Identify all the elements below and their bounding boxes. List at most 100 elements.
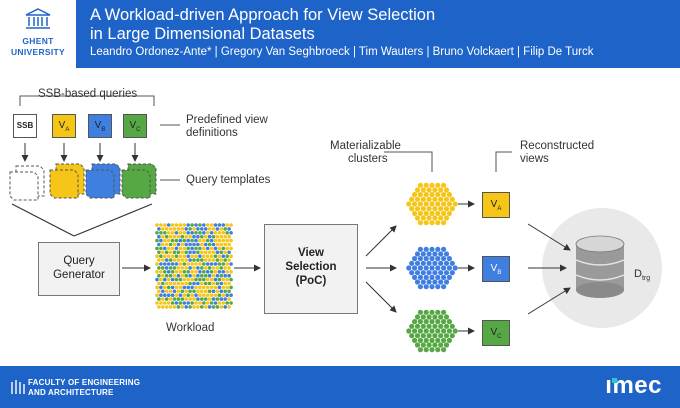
cluster-dot: [420, 206, 426, 212]
workload-dot: [227, 297, 231, 301]
cluster-dot: [443, 215, 450, 221]
cluster-dot: [435, 319, 441, 325]
cluster-dot: [438, 251, 444, 257]
workload-dot: [178, 270, 183, 274]
cluster-green: [406, 309, 458, 353]
workload-dot: [192, 258, 196, 262]
workload-dot: [211, 281, 216, 286]
workload-dot: [203, 297, 208, 301]
workload-dot: [200, 297, 204, 301]
workload-dot: [182, 238, 187, 243]
workload-dot: [182, 301, 187, 305]
workload-dot: [205, 270, 210, 274]
workload-dot: [225, 231, 229, 235]
cluster-dot: [441, 337, 447, 343]
workload-dot: [155, 293, 159, 298]
workload-dot: [176, 273, 181, 278]
workload-dot: [202, 238, 206, 243]
workload-dot: [223, 250, 227, 255]
workload-dot: [207, 242, 212, 247]
view-box-a: VA: [52, 114, 76, 138]
cluster-dot: [429, 337, 435, 343]
workload-dot: [178, 238, 183, 243]
cluster-blue: [406, 246, 458, 290]
workload-dot: [229, 301, 233, 305]
workload-dot: [184, 250, 188, 255]
cluster-dot: [443, 314, 450, 320]
cluster-dot: [435, 347, 441, 353]
workload-dot: [225, 293, 229, 298]
workload-dot: [217, 246, 222, 251]
workload-dot: [182, 285, 187, 290]
workload-dot: [203, 250, 208, 255]
cluster-dot: [441, 210, 447, 216]
cluster-dot: [452, 201, 458, 207]
workload-dot: [168, 242, 173, 247]
workload-dot: [217, 293, 222, 298]
workload-dot: [172, 234, 177, 239]
workload-dot: [159, 301, 163, 305]
workload-dot: [219, 289, 224, 294]
workload-dot: [213, 293, 218, 298]
workload-dot: [155, 277, 159, 282]
cluster-dot: [412, 192, 418, 198]
workload-dot: [161, 289, 165, 294]
workload-dot: [217, 262, 222, 266]
cluster-dot: [443, 187, 450, 193]
workload-dot: [166, 285, 171, 290]
workload-dot: [203, 289, 208, 294]
workload-dot: [170, 301, 175, 305]
cluster-dot: [441, 284, 447, 290]
workload-dot: [209, 223, 214, 227]
workload-dot: [221, 277, 226, 282]
workload-dot: [217, 301, 222, 305]
workload-dot: [223, 266, 227, 270]
view-box-b: VB: [88, 114, 112, 138]
cluster-dot: [441, 256, 447, 262]
reconstructed-view-b: VB: [482, 256, 510, 282]
workload-dot: [157, 297, 161, 301]
workload-dot: [172, 250, 177, 255]
funnel-right: [73, 203, 153, 237]
cluster-dot: [409, 323, 415, 329]
workload-dot: [227, 242, 231, 247]
reconstructed-label-line1: Reconstructed: [520, 140, 595, 152]
workload-dot: [192, 234, 196, 239]
workload-dot: [200, 227, 204, 231]
workload-dot: [223, 289, 227, 294]
workload-dot: [202, 301, 206, 305]
cluster-dot: [409, 333, 415, 339]
cluster-dot: [412, 337, 418, 343]
cluster-dot: [443, 260, 450, 266]
workload-dot: [159, 223, 163, 227]
cluster-dot: [412, 256, 418, 262]
cluster-dot: [423, 328, 429, 334]
workload-dot: [166, 246, 171, 251]
workload-dot: [217, 277, 222, 282]
workload-dot: [159, 246, 163, 251]
workload-dot: [164, 242, 169, 247]
cluster-dot: [423, 210, 429, 216]
workload-dot: [200, 258, 204, 262]
workload-dot: [203, 273, 208, 278]
workload-dot: [174, 277, 179, 282]
workload-dot: [186, 238, 190, 243]
workload-dot: [164, 234, 169, 239]
cluster-dot: [420, 270, 426, 276]
workload-dot: [178, 293, 183, 298]
cluster-dot: [432, 342, 438, 348]
workload-dot: [159, 293, 163, 298]
title-line2: in Large Dimensional Datasets: [90, 25, 315, 43]
workload-dot: [223, 297, 227, 301]
workload-dot: [168, 305, 173, 309]
workload-dot: [215, 250, 220, 255]
workload-dot: [202, 277, 206, 282]
cluster-dot: [409, 196, 415, 202]
cluster-dot: [414, 187, 421, 193]
workload-dot: [192, 297, 196, 301]
workload-dot: [211, 227, 216, 231]
workload-dot: [207, 258, 212, 262]
workload-dot: [172, 242, 177, 247]
workload-dot: [174, 238, 179, 243]
workload-dot: [225, 223, 229, 227]
